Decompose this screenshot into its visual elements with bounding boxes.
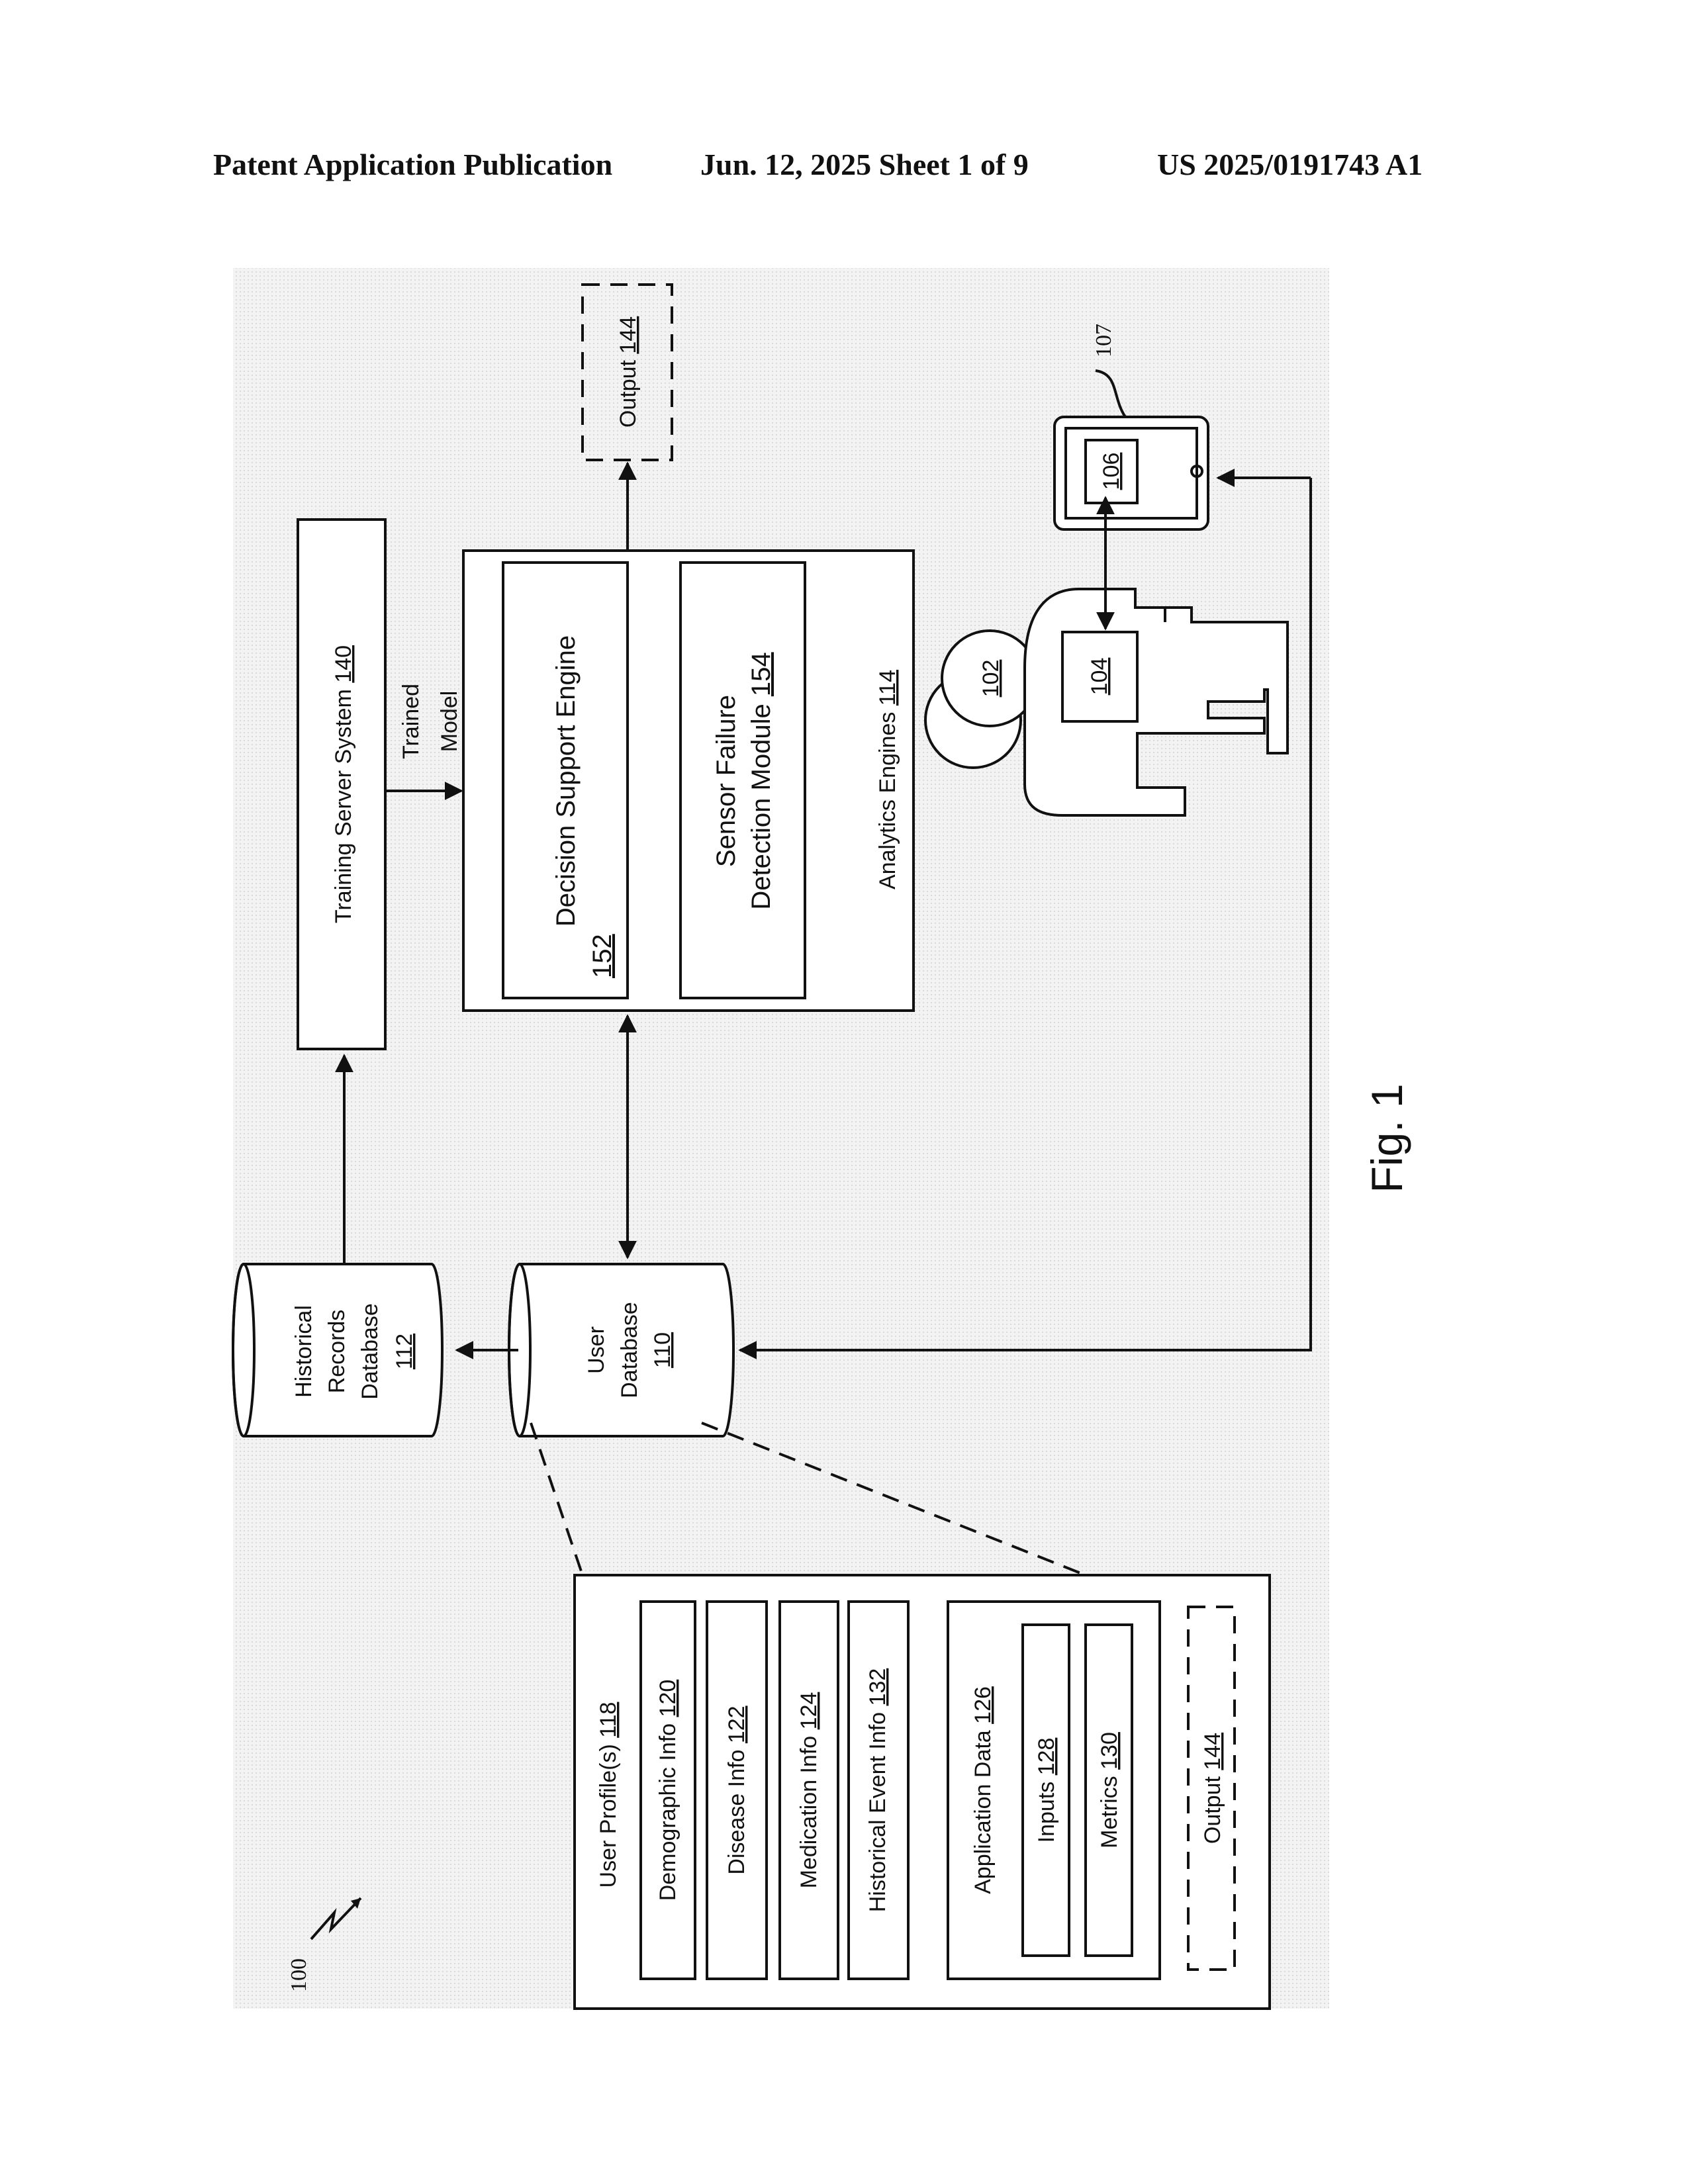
decision-support-number: 152 <box>588 934 617 978</box>
svg-text:Analytics Engines: Analytics Engines 114 <box>875 670 900 889</box>
medication-label: Medication Info <box>796 1736 821 1889</box>
analytics-engines-box: Analytics Engines 114 <box>463 551 914 1011</box>
metrics-label: Metrics <box>1097 1776 1122 1848</box>
analytics-engines-label: Analytics Engines <box>875 712 900 889</box>
user-db-line1: User <box>584 1326 609 1374</box>
decision-support-label: Decision Support Engine <box>551 635 581 927</box>
historical-event-label: Historical Event Info <box>865 1712 890 1912</box>
user-db-number: 110 <box>650 1332 675 1368</box>
historical-db-line2: Records <box>324 1310 350 1394</box>
output-profile-label: Output <box>1200 1776 1225 1844</box>
demographic-label: Demographic Info <box>655 1723 680 1901</box>
device-app-number: 106 <box>1099 453 1124 490</box>
metrics-number: 130 <box>1097 1732 1122 1770</box>
svg-text:User Profile(s): User Profile(s) 118 <box>596 1702 621 1888</box>
analytics-engines-number: 114 <box>875 670 900 705</box>
sensor-number: 104 <box>1087 658 1112 696</box>
sensor-failure-line2: Detection Module <box>747 704 776 909</box>
training-server-label: Training Server System <box>331 689 356 923</box>
historical-db-line1: Historical <box>291 1305 316 1398</box>
disease-number: 122 <box>724 1706 749 1743</box>
device-ref-number: 107 <box>1092 324 1116 357</box>
disease-label: Disease Info <box>724 1750 749 1875</box>
application-data-number: 126 <box>970 1686 996 1724</box>
svg-text:Demographic Info: Demographic Info 120 <box>655 1680 680 1901</box>
user-db-line2: Database <box>617 1302 642 1398</box>
sensor-failure-line1: Sensor Failure <box>712 695 741 867</box>
demographic-number: 120 <box>655 1680 680 1717</box>
svg-text:Historical Event Info: Historical Event Info 132 <box>865 1668 890 1913</box>
patient-number: 102 <box>978 660 1004 698</box>
svg-text:Detection Module: Detection Module 154 <box>747 652 776 909</box>
historical-event-number: 132 <box>865 1668 890 1706</box>
medication-number: 124 <box>796 1692 821 1730</box>
training-server-system-box: Training Server System 140 <box>298 520 385 1049</box>
svg-text:Disease Info 122: Disease Info 122 <box>724 1706 749 1874</box>
svg-text:Output 144: Output 144 <box>1200 1733 1225 1844</box>
svg-text:100: 100 <box>287 1958 311 1992</box>
sensor-failure-number: 154 <box>747 652 776 696</box>
training-server-number: 140 <box>331 645 356 683</box>
trained-model-line2: Model <box>437 691 462 752</box>
trained-model-line1: Trained <box>399 684 424 759</box>
output-top-number: 144 <box>616 316 641 354</box>
svg-text:Inputs 128: Inputs 128 <box>1034 1738 1059 1843</box>
svg-text:Medication Info: Medication Info 124 <box>796 1692 821 1889</box>
user-database: User Database 110 <box>509 1264 733 1436</box>
svg-text:Metrics 130: Metrics 130 <box>1097 1732 1122 1848</box>
user-profiles-label: User Profile(s) <box>596 1744 621 1888</box>
figure-label: Fig. 1 <box>1362 1083 1411 1193</box>
svg-text:Output 144: Output 144 <box>616 316 641 428</box>
inputs-label: Inputs <box>1034 1782 1059 1843</box>
output-top-label: Output <box>616 360 641 428</box>
application-data-label: Application Data <box>970 1730 996 1894</box>
historical-db-line3: Database <box>357 1303 383 1400</box>
svg-text:Training Server System: Training Server System 140 <box>331 645 356 923</box>
svg-text:Application Data: Application Data 126 <box>970 1686 996 1894</box>
inputs-number: 128 <box>1034 1738 1059 1776</box>
output-profile-number: 144 <box>1200 1733 1225 1770</box>
historical-db-number: 112 <box>392 1334 417 1369</box>
user-profiles-number: 118 <box>596 1702 621 1738</box>
historical-records-database: Historical Records Database 112 <box>233 1264 442 1436</box>
